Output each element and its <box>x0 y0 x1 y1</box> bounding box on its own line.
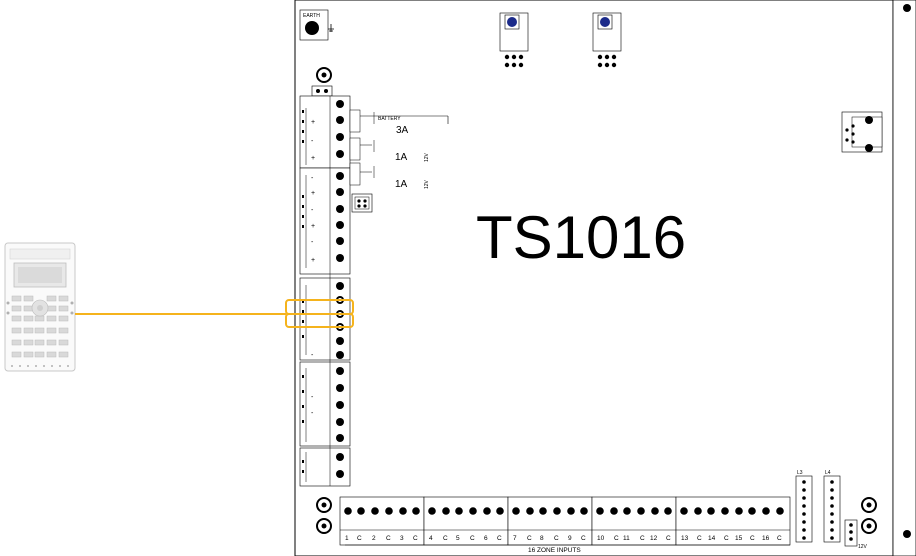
svg-text:C: C <box>750 535 755 542</box>
svg-text:-: - <box>311 352 314 359</box>
svg-text:15: 15 <box>735 535 743 542</box>
zone-input-strip[interactable]: 1 C 2 C 3 C 4 C 5 C 6 C 7 C 8 C 9 C 10 C… <box>339 496 791 554</box>
keypad-keys[interactable] <box>11 295 69 358</box>
fuse-area: BATTERY 3A 1A 12V 1A 12V <box>349 109 449 197</box>
fuse-rating-2: 1A <box>395 152 408 163</box>
wire-highlight-2 <box>285 313 354 328</box>
board <box>294 0 916 556</box>
keypad-connection-wire <box>75 299 354 328</box>
keypad-nav[interactable] <box>31 299 49 317</box>
svg-text:C: C <box>724 535 729 542</box>
svg-text:L3: L3 <box>797 470 803 476</box>
zone-inputs-label: 16 ZONE INPUTS <box>528 547 581 554</box>
svg-text:C: C <box>386 535 391 542</box>
svg-text:14: 14 <box>708 535 716 542</box>
svg-text:C: C <box>640 535 645 542</box>
jumper-top[interactable] <box>311 85 333 97</box>
fuse-tag-3: 12V <box>424 179 430 189</box>
svg-text:-: - <box>311 175 314 182</box>
mounting-hole-br <box>903 530 911 538</box>
svg-text:-: - <box>311 410 314 417</box>
board-outline <box>294 0 894 556</box>
svg-text:-: - <box>311 239 314 246</box>
svg-text:+: + <box>311 119 315 126</box>
header-l3[interactable]: L3 <box>795 470 813 543</box>
svg-text:C: C <box>614 535 619 542</box>
zone-terminal-labels: 1 C 2 C 3 C 4 C 5 C 6 C 7 C 8 C 9 C 10 C… <box>345 535 782 542</box>
svg-text:C: C <box>443 535 448 542</box>
fuse-rating-3: 1A <box>395 179 408 190</box>
svg-text:C: C <box>497 535 502 542</box>
svg-text:6: 6 <box>484 535 488 542</box>
mounting-holes-bl <box>316 497 332 534</box>
svg-text:1: 1 <box>345 535 349 542</box>
svg-text:-: - <box>311 207 314 214</box>
svg-text:C: C <box>581 535 586 542</box>
svg-text:2: 2 <box>372 535 376 542</box>
svg-text:C: C <box>666 535 671 542</box>
svg-text:L4: L4 <box>825 470 831 476</box>
svg-text:C: C <box>357 535 362 542</box>
earth-terminal[interactable]: EARTH <box>299 9 334 41</box>
svg-text:16: 16 <box>762 535 770 542</box>
svg-text:11: 11 <box>623 535 630 542</box>
svg-text:C: C <box>554 535 559 542</box>
keypad-led-dots <box>6 301 74 367</box>
svg-text:C: C <box>527 535 532 542</box>
svg-text:C: C <box>470 535 475 542</box>
svg-text:12: 12 <box>650 535 658 542</box>
svg-text:3: 3 <box>400 535 404 542</box>
svg-text:4: 4 <box>429 535 433 542</box>
svg-text:5: 5 <box>456 535 460 542</box>
top-button-1[interactable] <box>499 12 529 68</box>
mounting-hole-tr <box>903 4 911 12</box>
fuse-tag-2: 12V <box>424 152 430 162</box>
mounting-holes-br <box>861 497 877 534</box>
network-port[interactable] <box>841 111 883 153</box>
top-button-2[interactable] <box>592 12 622 68</box>
jumper-block[interactable] <box>351 193 373 213</box>
board-model-title: TS1016 <box>476 204 686 271</box>
svg-text:10: 10 <box>597 535 605 542</box>
header-l4[interactable]: L4 <box>823 470 841 543</box>
earth-label: EARTH <box>303 13 320 19</box>
svg-text:+: + <box>311 257 315 264</box>
svg-text:-: - <box>311 394 314 401</box>
svg-text:C: C <box>777 535 782 542</box>
svg-text:8: 8 <box>540 535 544 542</box>
keypad-device[interactable] <box>4 242 76 372</box>
svg-text:C: C <box>413 535 418 542</box>
svg-text:9: 9 <box>568 535 572 542</box>
svg-text:13: 13 <box>681 535 689 542</box>
bottom-right-12v-label: 12V <box>858 544 868 550</box>
svg-text:+: + <box>311 155 315 162</box>
svg-text:C: C <box>697 535 702 542</box>
svg-text:7: 7 <box>513 535 517 542</box>
svg-text:+: + <box>311 223 315 230</box>
svg-text:+: + <box>311 190 315 197</box>
svg-text:-: - <box>311 138 314 145</box>
battery-label: BATTERY <box>378 116 401 122</box>
fuse-rating-1: 3A <box>396 125 409 136</box>
left-terminal-strip[interactable]: + - + - + - + - + - - - - <box>299 95 351 487</box>
bottom-right-jumper[interactable]: 12V <box>844 519 868 550</box>
